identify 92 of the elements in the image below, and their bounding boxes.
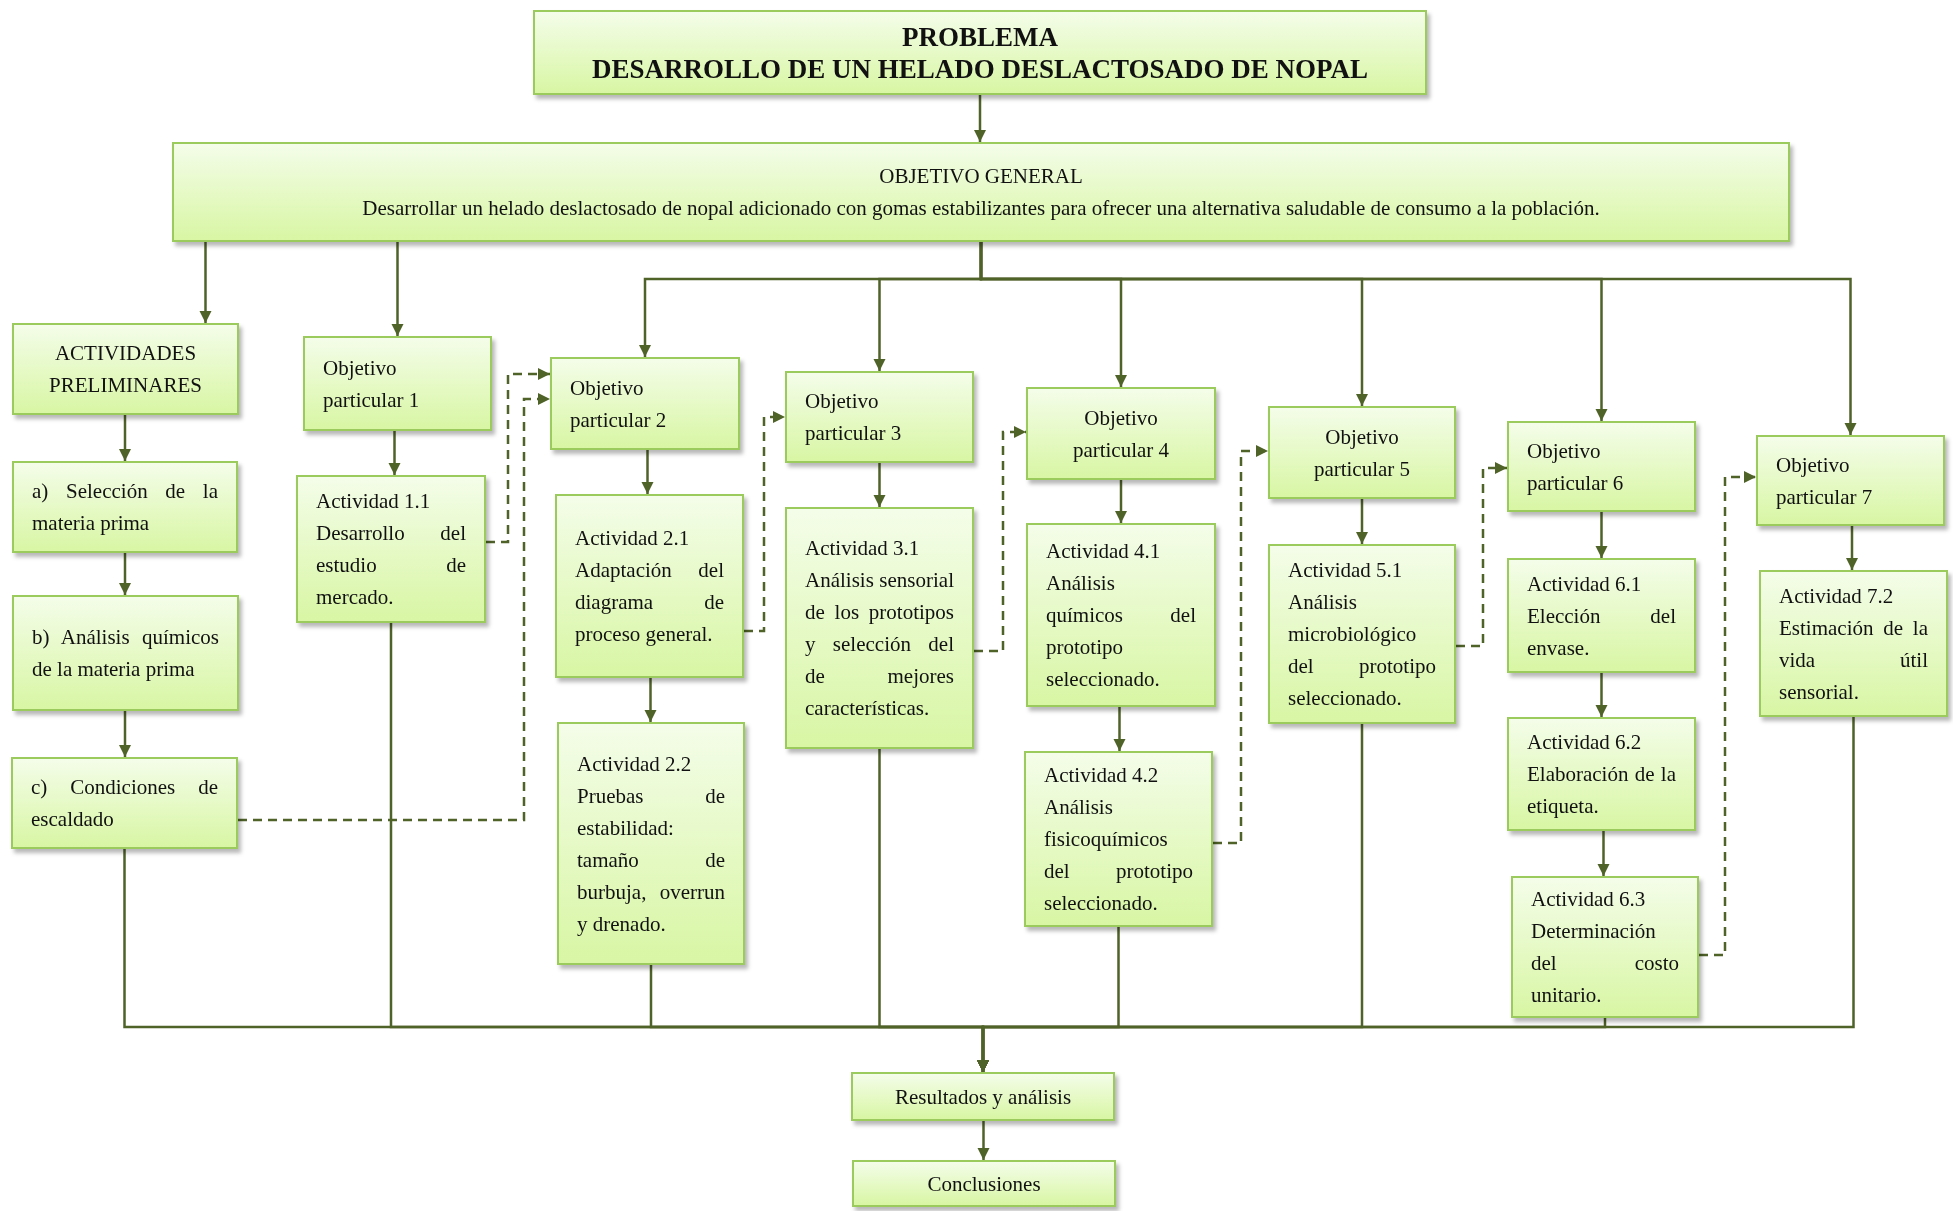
objective-box xyxy=(550,357,740,450)
arrow xyxy=(1595,673,1608,717)
box-text: Estimación de la vida útil sensorial. xyxy=(1779,614,1928,706)
box-text: Conclusiones xyxy=(926,1170,1042,1198)
box-heading: Actividad 6.1 xyxy=(1527,570,1643,598)
conclusion-box xyxy=(852,1160,1116,1207)
box-heading: Actividad 4.1 xyxy=(1046,538,1162,565)
box-text: Pruebas de estabilidad: tamaño de burbuja, overrun y drenado. xyxy=(577,782,725,938)
box-heading: PROBLEMA xyxy=(901,20,1059,53)
activity-box xyxy=(11,757,238,849)
box-text: Objetivo particular 4 xyxy=(1071,404,1171,464)
arrow xyxy=(644,678,657,722)
dashed-arrow xyxy=(1213,444,1268,845)
arrow xyxy=(391,242,404,336)
box-text: Objetivo particular 3 xyxy=(805,388,903,447)
activity-box xyxy=(785,507,974,749)
activity-box xyxy=(296,475,486,623)
box-heading: Actividad 4.2 xyxy=(1044,762,1160,789)
dashed-arrow xyxy=(1456,461,1507,648)
box-text: c) Condiciones de escaldado xyxy=(31,774,218,833)
box-heading: Actividad 5.1 xyxy=(1288,557,1404,584)
box-text: Objetivo particular 2 xyxy=(570,374,668,434)
arrow xyxy=(1114,480,1128,523)
activity-box xyxy=(12,461,238,553)
arrow xyxy=(199,242,212,323)
objective-box xyxy=(303,336,492,431)
box-text: Resultados y análisis xyxy=(893,1083,1073,1111)
box-heading: OBJETIVO GENERAL xyxy=(878,163,1084,190)
box-text: b) Análisis químicos de la materia prima xyxy=(32,624,219,683)
activity-box xyxy=(1511,876,1699,1018)
arrow xyxy=(976,717,1855,1072)
dashed-arrow xyxy=(744,410,785,633)
problem-box xyxy=(533,10,1427,95)
dashed-arrow xyxy=(486,367,550,544)
dashed-arrow xyxy=(238,392,550,822)
arrow xyxy=(1113,707,1126,751)
box-text: Análisis fisicoquímicos del prototipo seleccionado. xyxy=(1044,794,1193,917)
arrow xyxy=(1845,526,1859,570)
activity-box xyxy=(555,494,744,678)
arrow xyxy=(118,415,132,461)
box-text: Adaptación del diagrama de proceso general. xyxy=(575,557,724,648)
box-heading: Actividad 1.1 xyxy=(316,488,432,515)
box-heading: Actividad 6.2 xyxy=(1527,729,1643,756)
arrow xyxy=(1355,499,1369,544)
dashed-arrow xyxy=(1699,470,1756,957)
arrow xyxy=(118,711,132,757)
objective-box xyxy=(1756,435,1945,526)
box-text: Análisis microbiológico del prototipo seleccionado. xyxy=(1288,589,1436,712)
box-text: a) Selección de la materia prima xyxy=(32,478,218,537)
objective-box xyxy=(1268,406,1456,499)
result-box xyxy=(851,1072,1115,1121)
box-heading: Actividad 6.3 xyxy=(1531,886,1647,913)
box-text: Objetivo particular 7 xyxy=(1776,451,1874,511)
box-text: Desarrollo del estudio de mercado. xyxy=(316,520,466,611)
box-text: Determinación del costo unitario. xyxy=(1531,918,1679,1009)
objective-box xyxy=(172,142,1790,242)
objective-box xyxy=(1507,421,1696,512)
activity-box xyxy=(1268,544,1456,724)
objective-box xyxy=(785,371,974,463)
arrow xyxy=(977,1121,990,1160)
box-text: Desarrollar un helado deslactosado de nopal adicionado con gomas estabilizantes para ofrecer una alternativa saludable de consumo a la población. xyxy=(361,195,1601,222)
activity-box xyxy=(1024,751,1213,927)
box-text: Análisis sensorial de los prototipos y selección del de mejores características. xyxy=(805,567,954,722)
box-text: Objetivo particular 6 xyxy=(1527,437,1625,497)
activity-box xyxy=(12,595,239,711)
activity-box xyxy=(1507,717,1696,831)
activity-box xyxy=(557,722,745,965)
arrow xyxy=(388,431,401,475)
box-heading: Actividad 2.1 xyxy=(575,525,691,552)
arrow xyxy=(1597,831,1610,876)
activity-box xyxy=(1026,523,1216,707)
box-heading: Actividad 2.2 xyxy=(577,750,693,778)
arrow xyxy=(873,463,886,507)
box-text: Objetivo particular 1 xyxy=(323,354,421,414)
box-heading: Actividad 7.2 xyxy=(1779,582,1895,610)
activity-box xyxy=(1759,570,1948,717)
box-text: Elección del envase. xyxy=(1527,602,1676,662)
box-text: Elaboración de la etiqueta. xyxy=(1527,761,1676,820)
box-text: Análisis químicos del prototipo seleccionado. xyxy=(1046,570,1196,693)
box-text: DESARROLLO DE UN HELADO DESLACTOSADO DE NOPAL xyxy=(590,52,1370,85)
dashed-arrow xyxy=(974,425,1026,653)
arrow xyxy=(973,95,987,142)
section-box xyxy=(12,323,239,415)
box-text: ACTIVIDADES PRELIMINARES xyxy=(48,340,203,399)
arrow xyxy=(979,242,1857,435)
arrow xyxy=(118,553,132,595)
objective-box xyxy=(1026,387,1216,480)
box-text: Objetivo particular 5 xyxy=(1312,423,1412,483)
arrow xyxy=(1595,512,1608,558)
activity-box xyxy=(1507,558,1696,673)
arrow xyxy=(641,450,654,494)
box-heading: Actividad 3.1 xyxy=(805,535,921,562)
